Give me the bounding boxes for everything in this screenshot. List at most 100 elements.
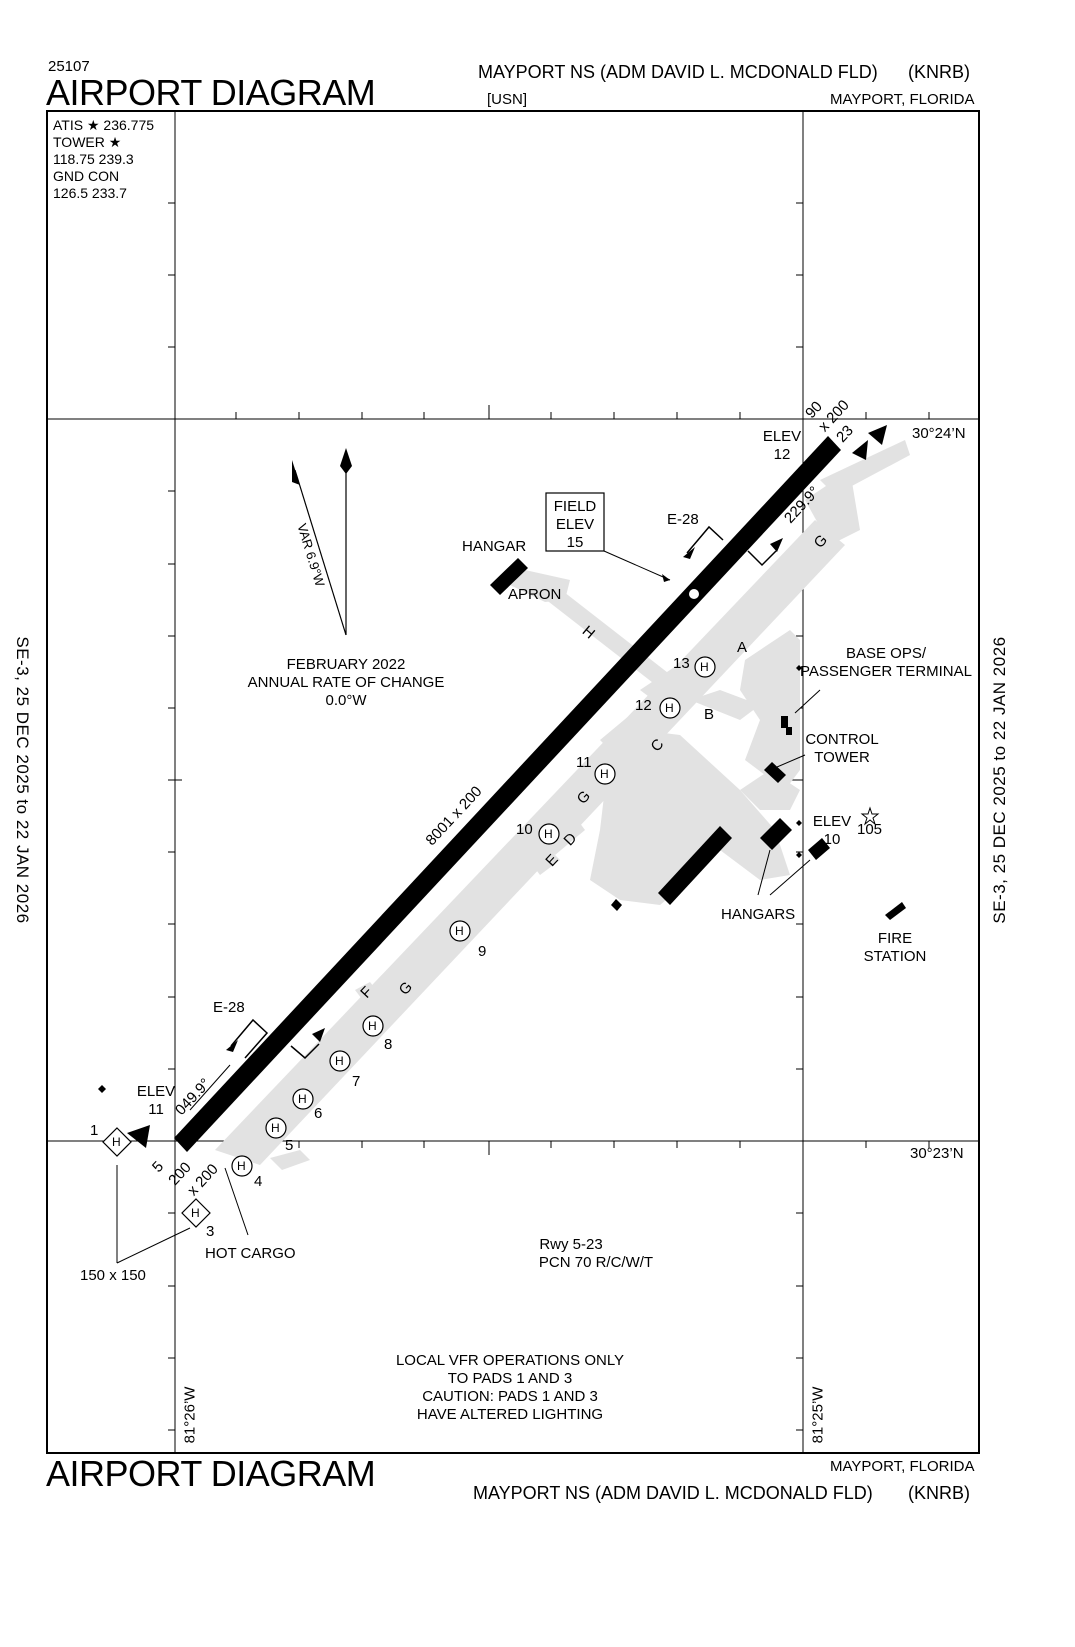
arresting-gear-sw-2: [290, 1043, 320, 1060]
taxiway-a-label: A: [737, 639, 748, 656]
longitude-east-label: 81°25’W: [809, 1386, 827, 1444]
fire-station-line-2: STATION: [863, 948, 927, 965]
beacon-value: 105: [857, 821, 883, 838]
field-elev-line-2: ELEV: [555, 516, 595, 533]
annual-rate-note: FEBRUARY 2022 ANNUAL RATE OF CHANGE 0.0°…: [248, 656, 445, 710]
helipad-1-number: 1: [90, 1122, 99, 1139]
diagram-frame: [46, 110, 980, 1454]
helipad-diamonds: [102, 1127, 211, 1228]
leader-lines: [116, 689, 821, 1264]
longitude-west-label: 81°26’W: [181, 1386, 199, 1444]
hangar-building-2: [760, 818, 792, 850]
notes-line-1: LOCAL VFR OPERATIONS ONLY: [395, 1352, 625, 1369]
hangar-building: [490, 558, 528, 595]
helipad-10-number: 10: [516, 821, 533, 838]
taxiway-f: [355, 982, 380, 1003]
fire-station-label: FIRE STATION: [864, 930, 927, 966]
page-title: AIRPORT DIAGRAM: [46, 72, 376, 113]
helipad-7-number: 7: [352, 1073, 361, 1090]
beacon-star: [860, 806, 880, 826]
small-building: [611, 899, 622, 911]
notes-line-3: CAUTION: PADS 1 AND 3: [422, 1388, 598, 1405]
hangar-building-3: [808, 838, 830, 860]
helipad-13-number: 13: [673, 655, 690, 672]
annual-rate-line-1: FEBRUARY 2022: [286, 656, 406, 673]
tower-label: TOWER ★: [53, 134, 122, 150]
helipad-13: [694, 656, 716, 678]
helipad-1: [102, 1127, 132, 1157]
taxiway-connector-sw: [270, 1150, 310, 1170]
ne-turnaround: [805, 470, 860, 545]
elev-sw-value: 11: [148, 1101, 164, 1118]
terminal-building-2: [786, 727, 792, 735]
heading-arrow-049: [189, 1064, 231, 1111]
control-tower-line-2: TOWER: [814, 749, 870, 766]
helipad-6-h: H: [298, 1092, 307, 1106]
elev-ne: ELEV 12: [763, 428, 801, 464]
latitude-south-label: 30°23’N: [910, 1145, 964, 1162]
fire-station-building: [885, 902, 906, 920]
apron-elev: ELEV 10: [813, 813, 851, 849]
grid-ticks: [168, 202, 930, 1431]
operations-notes: LOCAL VFR OPERATIONS ONLY TO PADS 1 AND …: [396, 1352, 624, 1424]
apron-elev-value: 10: [823, 831, 841, 848]
latitude-north-label: 30°24’N: [912, 425, 966, 442]
control-tower-label: CONTROL TOWER: [805, 731, 878, 767]
pad-size-label: 150 x 150: [80, 1267, 146, 1284]
elev-sw-label: ELEV: [136, 1083, 176, 1100]
helipad-3: [181, 1198, 211, 1228]
tower-frequencies: 118.75 239.3: [53, 151, 134, 167]
helipad-8-h: H: [368, 1019, 377, 1033]
helipad-9-number: 9: [478, 943, 487, 960]
atis-frequency: ATIS ★ 236.775: [53, 117, 155, 133]
helipad-12: [659, 697, 681, 719]
taxiway-connector-mid: [405, 945, 440, 968]
pavement-areas: [215, 440, 910, 1170]
lat-lon-grid: [47, 111, 979, 1453]
arresting-gear-ne-2: [747, 550, 777, 567]
comms-block: ATIS ★ 236.775 TOWER ★ 118.75 239.3 GND …: [53, 117, 154, 202]
field-elevation-point: [689, 589, 699, 599]
location-label: MAYPORT, FLORIDA: [830, 91, 975, 108]
magnetic-variation-symbol: [292, 448, 352, 636]
tower-apron: [740, 770, 800, 810]
heading-arrow-229: [769, 464, 806, 505]
helipad-11: [594, 763, 616, 785]
helipad-13-h: H: [700, 660, 709, 674]
marker: [796, 852, 802, 858]
terminal-building: [781, 716, 788, 728]
helipad-5: [265, 1117, 287, 1139]
helipad-12-h: H: [665, 701, 674, 715]
notes-line-2: TO PADS 1 AND 3: [447, 1370, 573, 1387]
taxiway-b: [690, 690, 760, 720]
helipad-10-h: H: [544, 827, 553, 841]
helipad-8: [362, 1015, 384, 1037]
arresting-gear-label-ne: E-28: [667, 511, 699, 528]
runway-label: Rwy 5-23: [539, 1236, 603, 1253]
terminal-apron: [740, 630, 800, 790]
hangar-building-long: [658, 826, 732, 905]
helipad-7-h: H: [335, 1054, 344, 1068]
obstruction-marker: [98, 1085, 106, 1093]
runway-5-23: [174, 436, 841, 1152]
helipad-6-number: 6: [314, 1105, 323, 1122]
chart-number: 25107: [48, 58, 90, 75]
apron-elev-label: ELEV: [812, 813, 852, 830]
helipad-circles: [231, 656, 716, 1177]
main-apron: [590, 730, 790, 905]
helipad-7: [329, 1050, 351, 1072]
true-north-arrow: [340, 448, 352, 474]
arresting-gear-label-sw: E-28: [213, 999, 245, 1016]
apron-label: APRON: [508, 586, 562, 603]
annual-rate-line-2: ANNUAL RATE OF CHANGE: [247, 674, 445, 691]
helipad-12-number: 12: [635, 697, 652, 714]
hangars-label: HANGARS: [721, 906, 796, 923]
helipad-4-h: H: [237, 1159, 246, 1173]
field-elevation: FIELD ELEV 15: [554, 498, 597, 552]
arresting-gear-ne: [686, 525, 724, 554]
footer-title: AIRPORT DIAGRAM: [46, 1453, 376, 1494]
base-ops-marker: [796, 665, 802, 671]
magnetic-north-arrow: [292, 460, 300, 485]
fire-station-line-1: FIRE: [877, 930, 913, 947]
